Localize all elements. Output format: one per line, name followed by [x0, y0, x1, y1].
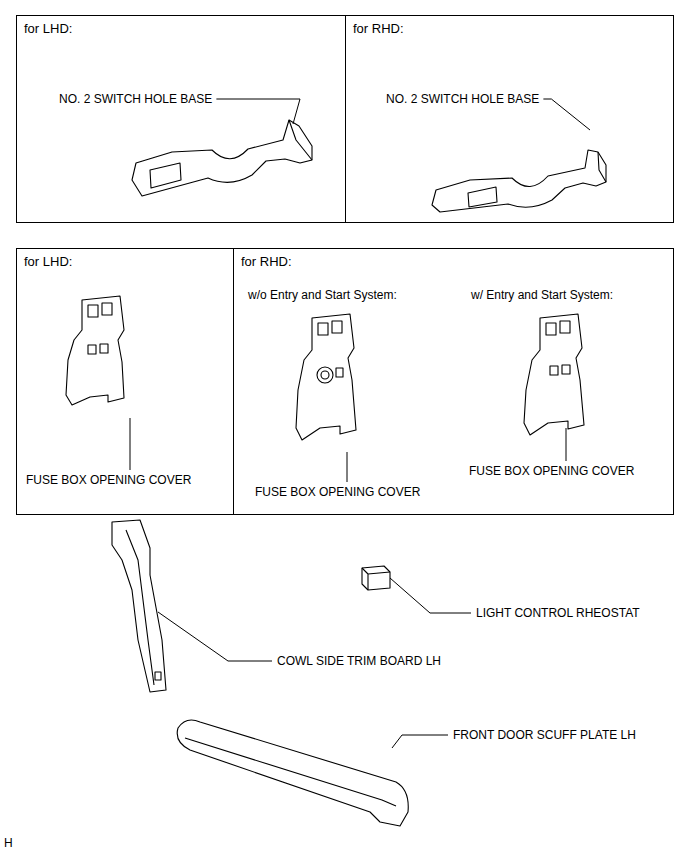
cover-slot	[88, 345, 96, 354]
switch-hole-base	[132, 120, 312, 196]
cover-slot	[88, 305, 98, 317]
switch-hole-base	[432, 150, 606, 212]
panel-heading: for RHD:	[234, 249, 292, 269]
leader-line	[390, 578, 471, 613]
switch-hole-window	[150, 163, 181, 188]
part-name: FRONT DOOR SCUFF PLATE LH	[452, 728, 637, 742]
cover-slot	[550, 366, 558, 375]
leader-line	[216, 99, 300, 124]
panel-heading: for LHD:	[17, 249, 72, 269]
variant-panel: for RHD:	[345, 15, 674, 223]
cover-slot	[102, 303, 112, 315]
ignition-hole	[321, 371, 329, 379]
part-name: LIGHT CONTROL RHEOSTAT	[475, 606, 641, 620]
leader-line	[392, 735, 448, 748]
variant-heading: w/ Entry and Start System:	[470, 288, 614, 302]
cover-slot	[562, 365, 570, 374]
variant-heading: w/o Entry and Start System:	[247, 288, 398, 302]
part-name: FUSE BOX OPENING COVER	[468, 464, 635, 478]
panel-heading: for LHD:	[17, 16, 72, 36]
detail-line	[362, 568, 390, 590]
fuse-box-cover	[66, 296, 124, 405]
part-name: COWL SIDE TRIM BOARD LH	[276, 654, 442, 668]
scuff-plate	[177, 720, 408, 826]
detail-line	[126, 530, 154, 685]
leader-line	[566, 428, 567, 461]
leader-line	[347, 452, 348, 482]
figure-code: H	[3, 836, 14, 850]
detail-line	[289, 120, 312, 160]
switch-hole-window	[468, 187, 497, 207]
variant-panel: for LHD:	[16, 15, 346, 223]
panel-heading: for RHD:	[346, 16, 404, 36]
cowl-side-trim-board	[112, 520, 166, 692]
cover-slot	[318, 323, 328, 335]
detail-line	[185, 738, 396, 806]
leader-line	[130, 418, 131, 470]
cover-slot	[336, 368, 343, 377]
cover-slot	[560, 321, 570, 333]
leader-line	[543, 99, 590, 130]
cover-slot	[155, 672, 161, 680]
part-name: NO. 2 SWITCH HOLE BASE	[385, 92, 540, 106]
cover-slot	[100, 344, 108, 353]
part-name: NO. 2 SWITCH HOLE BASE	[58, 92, 213, 106]
detail-line	[598, 152, 606, 182]
fuse-box-cover	[524, 314, 584, 435]
light-control-rheostat	[362, 566, 390, 590]
fuse-box-cover	[296, 314, 356, 440]
part-name: FUSE BOX OPENING COVER	[254, 485, 421, 499]
cover-slot	[546, 323, 556, 335]
ignition-hole	[317, 367, 333, 383]
part-name: FUSE BOX OPENING COVER	[25, 473, 192, 487]
leader-line	[158, 612, 272, 661]
cover-slot	[332, 321, 342, 333]
